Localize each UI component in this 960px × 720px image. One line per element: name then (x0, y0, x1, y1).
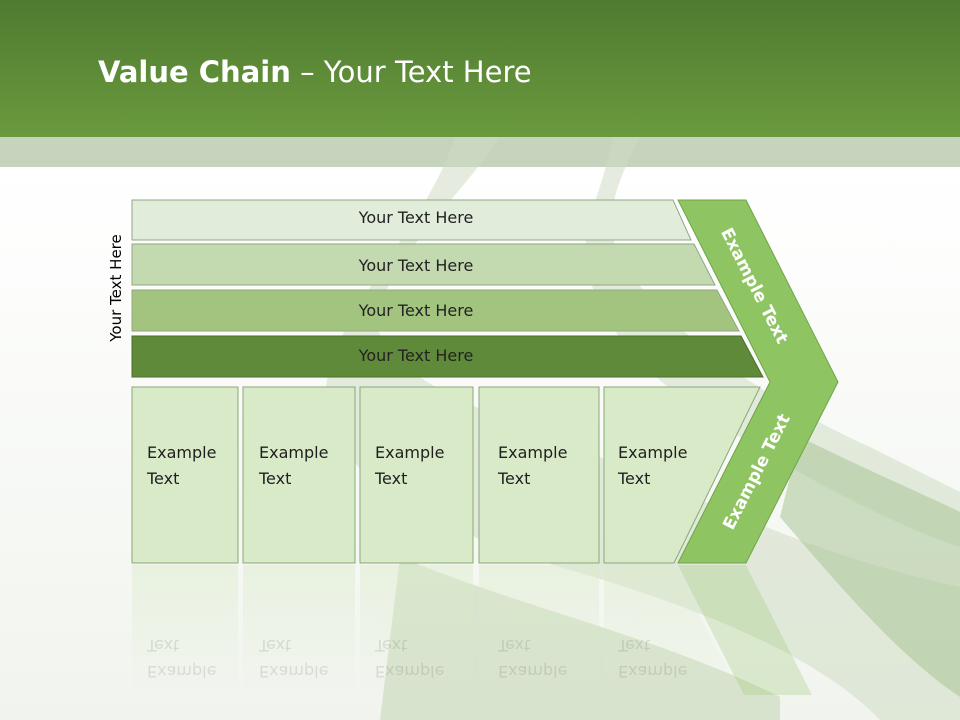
cell-3-reflection (360, 565, 473, 695)
slide-title-bold: Value Chain (98, 55, 291, 89)
cell-1[interactable] (131, 386, 239, 564)
cell-2[interactable] (242, 386, 356, 564)
chevron-reflection (678, 565, 812, 695)
bar-2-label: Your Text Here (358, 256, 474, 275)
cell-1-reflection (132, 565, 238, 695)
slide-title: Value Chain – Your Text Here (98, 55, 532, 89)
cell-4[interactable] (478, 386, 600, 564)
cell-4-reflection (479, 565, 599, 695)
cell-5[interactable] (603, 386, 761, 564)
bar-2[interactable] (131, 243, 716, 286)
chevron-arrow[interactable] (677, 199, 839, 564)
bar-3[interactable] (131, 289, 740, 332)
slide-header: Value Chain – Your Text Here (0, 0, 960, 137)
bar-1-label: Your Text Here (358, 208, 474, 227)
bar-4-label: Your Text Here (358, 346, 474, 365)
cell-2-reflection (243, 565, 355, 695)
bar-3-label: Your Text Here (358, 301, 474, 320)
cell-3[interactable] (359, 386, 474, 564)
bar-1[interactable] (131, 199, 692, 241)
bar-4[interactable] (131, 335, 764, 378)
cell-5-reflection (604, 565, 740, 695)
slide-title-rest: – Your Text Here (290, 55, 532, 89)
